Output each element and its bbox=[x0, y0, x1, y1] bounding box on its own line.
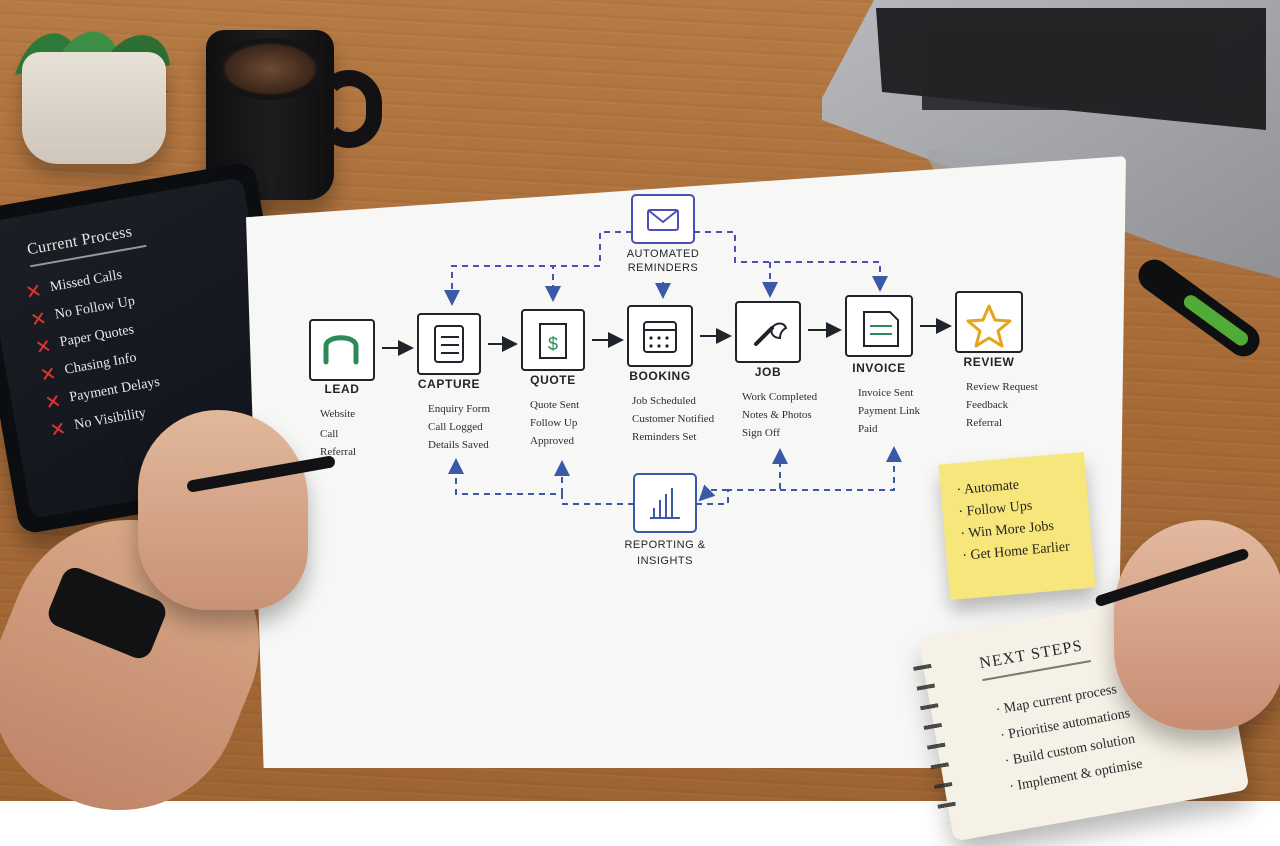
sticky-note: Automate Follow Ups Win More Jobs Get Ho… bbox=[938, 452, 1095, 600]
top-title-line1: AUTOMATED bbox=[627, 248, 700, 260]
step-quote: $ QUOTE Quote Sent Follow Up Approved bbox=[522, 310, 584, 447]
list-item: Get Home Earlier bbox=[962, 539, 1077, 565]
step-bullet: Customer Notified bbox=[632, 413, 715, 425]
step-title: LEAD bbox=[324, 382, 359, 396]
step-lead: LEAD Website Call Referral bbox=[310, 320, 374, 458]
right-hand bbox=[1114, 520, 1280, 730]
step-title: BOOKING bbox=[629, 369, 691, 383]
svg-text:$: $ bbox=[548, 334, 558, 354]
step-booking: BOOKING Job Scheduled Customer Notified … bbox=[628, 306, 715, 443]
notebook-title: NEXT STEPS bbox=[978, 636, 1091, 681]
step-bullet: Work Completed bbox=[742, 391, 818, 403]
steps: LEAD Website Call Referral CAPTURE Enqui… bbox=[310, 292, 1038, 458]
bottom-title-line1: REPORTING & bbox=[624, 539, 705, 551]
step-bullet: Notes & Photos bbox=[742, 409, 812, 421]
left-hand bbox=[138, 410, 308, 610]
sticky-list: Automate Follow Ups Win More Jobs Get Ho… bbox=[938, 452, 1094, 586]
step-capture: CAPTURE Enquiry Form Call Logged Details… bbox=[418, 314, 491, 451]
step-bullet: Reminders Set bbox=[632, 431, 696, 443]
step-bullet: Job Scheduled bbox=[632, 395, 696, 407]
step-bullet: Follow Up bbox=[530, 417, 578, 429]
step-bullet: Quote Sent bbox=[530, 399, 579, 411]
step-review: REVIEW Review Request Feedback Referral bbox=[956, 292, 1038, 429]
list-item: Automate bbox=[956, 473, 1071, 499]
step-bullet: Website bbox=[320, 408, 355, 420]
step-title: CAPTURE bbox=[418, 377, 480, 391]
step-title: REVIEW bbox=[964, 355, 1015, 369]
step-bullet: Sign Off bbox=[742, 427, 780, 439]
step-bullet: Call bbox=[320, 428, 338, 440]
step-invoice: INVOICE Invoice Sent Payment Link Paid bbox=[846, 296, 921, 435]
step-job: JOB Work Completed Notes & Photos Sign O… bbox=[736, 302, 818, 439]
list-item: Win More Jobs bbox=[960, 517, 1075, 543]
step-bullet: Call Logged bbox=[428, 421, 483, 433]
step-bullet: Paid bbox=[858, 423, 878, 435]
step-bullet: Invoice Sent bbox=[858, 387, 913, 399]
step-bullet: Review Request bbox=[966, 381, 1038, 393]
step-title: INVOICE bbox=[852, 361, 906, 375]
notebook-list: Map current process Prioritise automatio… bbox=[993, 670, 1146, 806]
list-item: Follow Ups bbox=[958, 495, 1073, 521]
step-bullet: Details Saved bbox=[428, 439, 489, 451]
step-bullet: Payment Link bbox=[858, 405, 921, 417]
step-bullet: Approved bbox=[530, 435, 574, 447]
step-bullet: Enquiry Form bbox=[428, 403, 490, 415]
bottom-title-line2: INSIGHTS bbox=[637, 555, 693, 567]
step-title: QUOTE bbox=[530, 373, 576, 387]
top-title-line2: REMINDERS bbox=[628, 262, 699, 274]
step-bullet: Referral bbox=[966, 417, 1002, 429]
step-bullet: Feedback bbox=[966, 399, 1009, 411]
reminders-box bbox=[632, 195, 694, 243]
step-title: JOB bbox=[755, 365, 781, 379]
